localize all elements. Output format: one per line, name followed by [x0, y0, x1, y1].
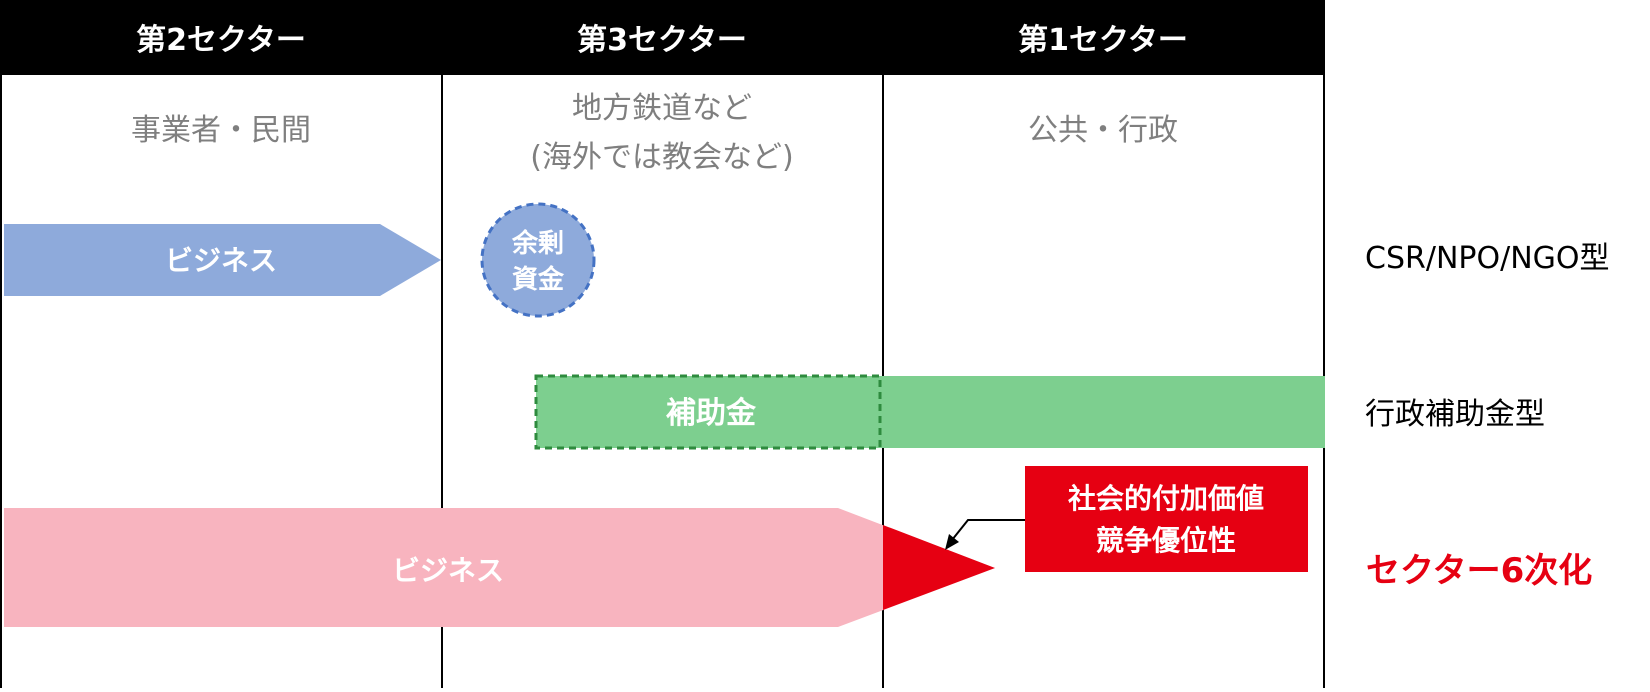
callout-line-1: 社会的付加価値	[1068, 482, 1264, 515]
type-label-sector6: セクター6次化	[1366, 551, 1592, 591]
subtitle-sector2: 事業者・民間	[131, 113, 311, 148]
subsidy-bar-solid	[880, 376, 1325, 448]
surplus-funds-label-2: 資金	[512, 264, 565, 295]
business-arrow-blue-label: ビジネス	[165, 244, 277, 277]
callout-line-2: 競争優位性	[1096, 524, 1236, 557]
business-arrow-pink-label: ビジネス	[392, 554, 504, 587]
header-sector2: 第2セクター	[136, 23, 306, 58]
subsidy-box-dashed	[534, 374, 882, 450]
subtitle-sector1: 公共・行政	[1028, 113, 1178, 148]
callout-connector-head	[945, 534, 959, 550]
type-label-subsidy: 行政補助金型	[1365, 397, 1545, 432]
header-bar	[0, 0, 1325, 75]
header-sector3: 第3セクター	[577, 23, 747, 58]
subtitle-sector3-line2: (海外では教会など)	[530, 140, 793, 175]
surplus-funds-circle	[480, 202, 596, 318]
subtitle-sector3-line1: 地方鉄道など	[572, 91, 752, 126]
surplus-funds-label-1: 余剰	[511, 228, 564, 259]
subsidy-label: 補助金	[665, 396, 757, 431]
business-arrow-blue	[4, 224, 441, 296]
business-arrow-red-tip	[883, 525, 995, 610]
callout-connector	[951, 519, 1025, 541]
callout-box	[1025, 466, 1308, 572]
header-sector1: 第1セクター	[1018, 23, 1188, 58]
type-label-csr: CSR/NPO/NGO型	[1365, 241, 1610, 276]
business-arrow-pink	[4, 508, 995, 627]
